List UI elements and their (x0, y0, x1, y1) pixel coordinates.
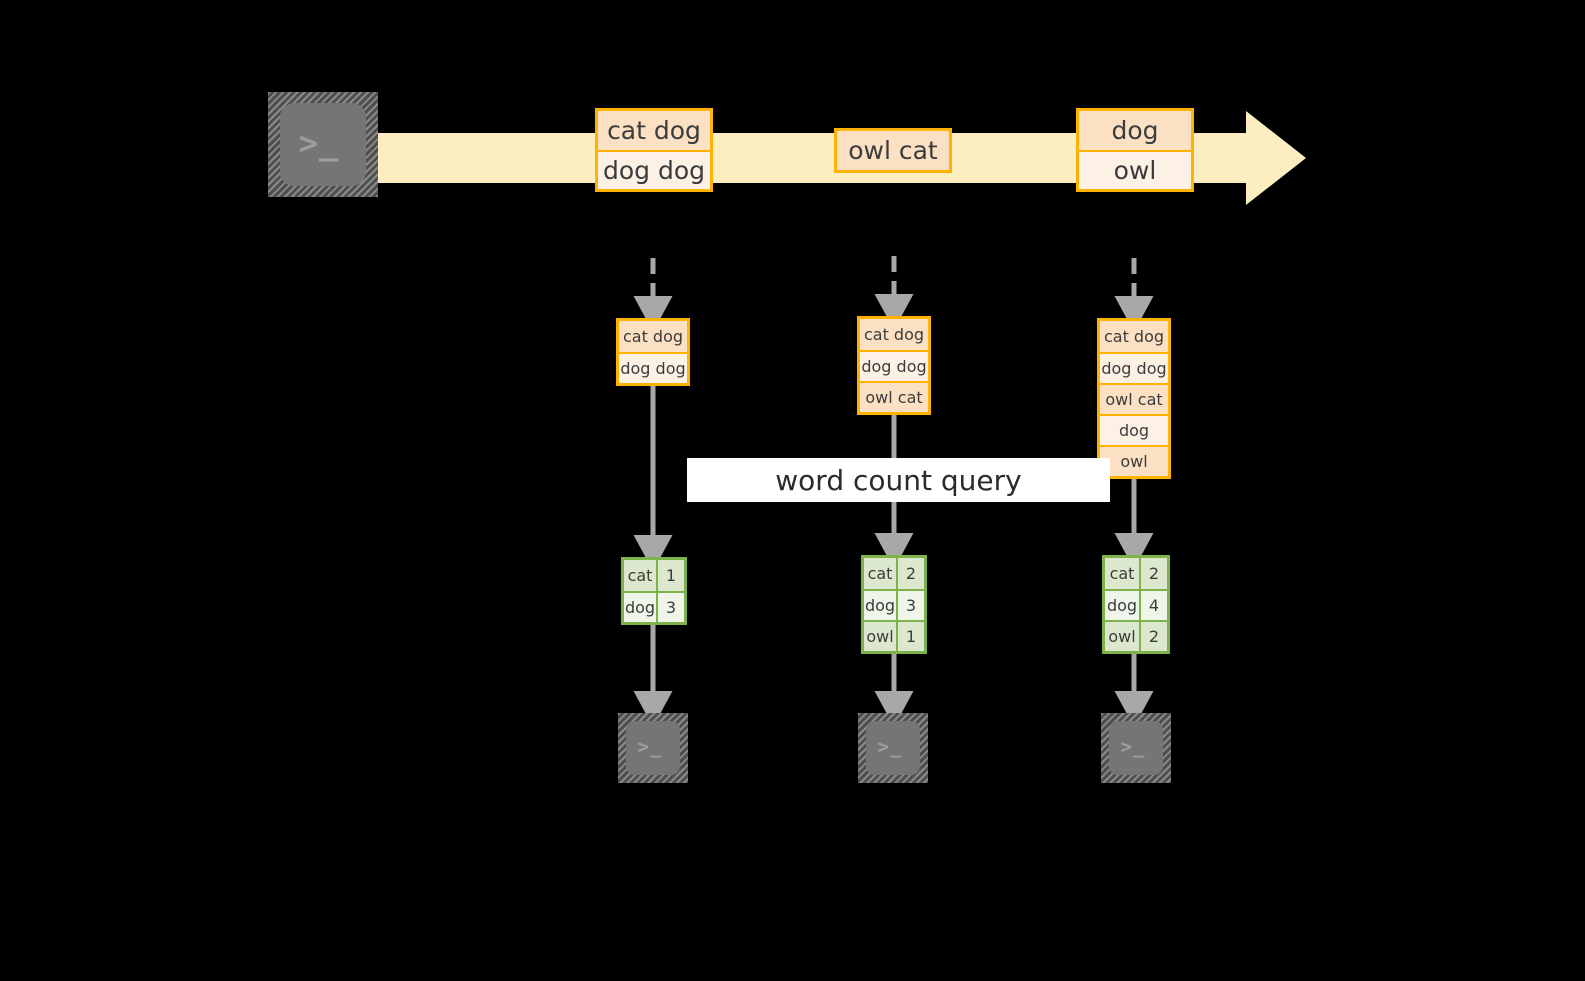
table-row: owl 1 (864, 620, 924, 651)
terminal-prompt-icon: >_ (298, 123, 340, 162)
table-row: dog 3 (624, 591, 684, 622)
sink-terminal-3[interactable]: >_ (1101, 713, 1171, 783)
result-word: dog (864, 591, 898, 620)
stream-record-2[interactable]: owl cat (834, 128, 952, 173)
result-count: 1 (665, 566, 677, 585)
accumulated-line: cat dog (1100, 321, 1168, 352)
result-word: owl (864, 622, 898, 651)
stream-record-1[interactable]: cat dog dog dog (595, 108, 713, 192)
result-word: cat (624, 560, 658, 591)
accumulated-line: dog dog (860, 350, 928, 381)
result-word: owl (1105, 622, 1141, 651)
table-row: owl 2 (1105, 620, 1167, 651)
stream-record-line: owl cat (837, 131, 949, 170)
accumulated-records-3[interactable]: cat dog dog dog owl cat dog owl (1097, 318, 1171, 479)
terminal-screen: >_ (1109, 721, 1163, 775)
result-table-2[interactable]: cat 2 dog 3 owl 1 (861, 555, 927, 654)
result-table-3[interactable]: cat 2 dog 4 owl 2 (1102, 555, 1170, 654)
result-word: dog (624, 593, 658, 622)
result-word: cat (864, 558, 898, 589)
accumulated-records-2[interactable]: cat dog dog dog owl cat (857, 316, 931, 415)
accumulated-line: dog (1100, 414, 1168, 445)
query-label: word count query (687, 458, 1110, 502)
table-row: cat 2 (1105, 558, 1167, 589)
table-row: cat 2 (864, 558, 924, 589)
result-count: 4 (1148, 596, 1160, 615)
result-count: 1 (905, 627, 917, 646)
accumulated-line: owl (1100, 445, 1168, 476)
result-word: cat (1105, 558, 1141, 589)
result-table-1[interactable]: cat 1 dog 3 (621, 557, 687, 625)
result-word: dog (1105, 591, 1141, 620)
stream-record-line: owl (1079, 150, 1191, 189)
sink-terminal-1[interactable]: >_ (618, 713, 688, 783)
sink-terminal-2[interactable]: >_ (858, 713, 928, 783)
terminal-prompt-icon: >_ (877, 735, 903, 758)
stream-record-line: dog dog (598, 150, 710, 189)
terminal-screen: >_ (280, 103, 366, 186)
terminal-prompt-icon: >_ (637, 735, 663, 758)
terminal-screen: >_ (866, 721, 920, 775)
result-count: 3 (665, 598, 677, 617)
result-count: 2 (1148, 627, 1160, 646)
accumulated-line: cat dog (619, 321, 687, 352)
result-count: 2 (1148, 564, 1160, 583)
stream-record-line: cat dog (598, 111, 710, 150)
source-terminal[interactable]: >_ (268, 92, 378, 197)
terminal-prompt-icon: >_ (1120, 735, 1146, 758)
table-row: dog 4 (1105, 589, 1167, 620)
accumulated-records-1[interactable]: cat dog dog dog (616, 318, 690, 386)
result-count: 2 (905, 564, 917, 583)
accumulated-line: dog dog (619, 352, 687, 383)
terminal-screen: >_ (626, 721, 680, 775)
result-count: 3 (905, 596, 917, 615)
table-row: cat 1 (624, 560, 684, 591)
accumulated-line: cat dog (860, 319, 928, 350)
accumulated-line: owl cat (860, 381, 928, 412)
accumulated-line: owl cat (1100, 383, 1168, 414)
table-row: dog 3 (864, 589, 924, 620)
stream-record-line: dog (1079, 111, 1191, 150)
accumulated-line: dog dog (1100, 352, 1168, 383)
stream-record-3[interactable]: dog owl (1076, 108, 1194, 192)
